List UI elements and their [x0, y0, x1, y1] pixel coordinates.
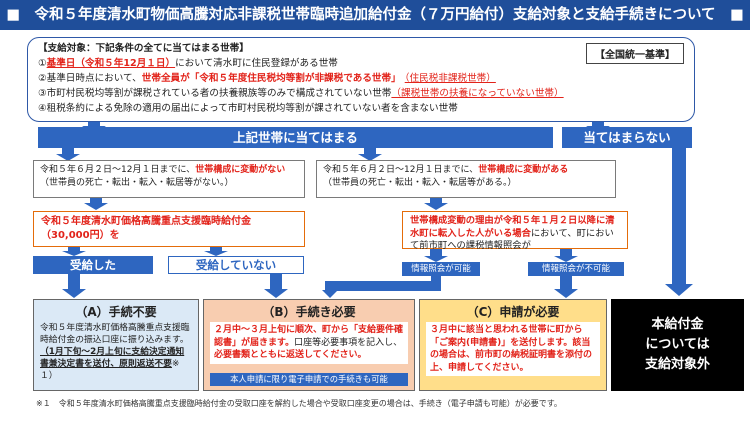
footnote: ※１ 令和５年度清水町価格高騰重点支援臨時給付金の受取口座を解約した場合や受取口…: [36, 399, 562, 408]
arrow-left-to-prior: [84, 197, 108, 210]
arrow-to-inquiry-ng: [554, 248, 578, 262]
result-c-title: （C）申請が必要: [466, 305, 560, 319]
result-a-no-procedure: （A）手続不要 令和５年度清水町価格高騰重点支援臨時給付金の振込口座に振り込みま…: [33, 299, 199, 391]
household-change-box: 令和５年６月２日～12月１日までに、世帯構成に変動がある（世帯員の死亡・転出・転…: [316, 160, 616, 198]
condition-3-note: （課税世帯の扶養になっていない世帯）: [391, 88, 564, 99]
result-b-title: （B）手続き必要: [262, 305, 356, 319]
condition-1: ①基準日（令和５年12月１日）において清水町に住民登録がある世帯: [38, 58, 338, 69]
arrow-to-not-received: [204, 247, 228, 256]
not-received-label: 受給していない: [168, 256, 304, 274]
condition-2-note: （住民税非課税世帯）: [404, 73, 496, 84]
not-applies-bar: 当てはまらない: [562, 127, 692, 148]
condition-2-highlight: 世帯全員が「令和５年度住民税均等割が非課税である世帯」: [141, 73, 401, 84]
arrow-to-inquiry-ok: [424, 248, 448, 262]
result-b-body: ２月中～３月上旬に順次、町から「支給要件確認書」が届きます。口座等必要事項を記入…: [210, 322, 408, 364]
arrow-to-received: [62, 247, 86, 256]
result-d-not-eligible: 本給付金 については 支給対象外: [611, 299, 744, 391]
condition-1-date: 基準日（令和５年12月１日）: [46, 58, 176, 69]
inquiry-impossible-label: 情報照会が不可能: [528, 262, 624, 276]
condition-2: ②基準日時点において、世帯全員が「令和５年度住民税均等割が非課税である世帯」（住…: [38, 73, 496, 84]
received-label: 受給した: [33, 256, 153, 274]
arrow-to-left-branch: [56, 147, 80, 161]
connector-inquiry-ok-to-b: [325, 276, 441, 292]
result-c-body: ３月中に該当と思われる世帯に町から「ご案内(申請書)」を送付します。該当の場合は…: [426, 322, 600, 376]
result-c-application-required: （C）申請が必要 ３月中に該当と思われる世帯に町から「ご案内(申請書)」を送付し…: [419, 299, 607, 391]
no-household-change-box: 令和５年６月２日～12月１日までに、世帯構成に変動がない（世帯員の死亡・転出・転…: [33, 160, 305, 198]
inquiry-possible-label: 情報照会が可能: [402, 262, 480, 276]
change-highlight: 世帯構成に変動がある: [478, 165, 569, 175]
arrow-received-to-a: [62, 273, 86, 298]
arrow-not-received-to-b: [264, 273, 288, 298]
reason-highlight: 世帯構成変動の理由が令和５年１月２日以降に清水町に転入した人がいる場合: [410, 215, 615, 239]
arrow-right-to-reason: [424, 197, 448, 210]
arrow-inquiry-ng-to-c: [554, 276, 578, 298]
conditions-heading: 【支給対象：下記条件の全てに当てはまる世帯】: [38, 43, 249, 54]
result-a-body: 令和５年度清水町価格高騰重点支援臨時給付金の振込口座に振り込みます。（1月下旬～…: [40, 323, 190, 381]
page-title: ■ 令和５年度清水町物価高騰対応非課税世帯臨時追加給付金（７万円給付）支給対象と…: [0, 0, 750, 30]
arrow-not-applies-to-d: [665, 147, 693, 296]
condition-4: ④租税条約による免除の適用の届出によって市町村民税均等割が課されていない者を含ま…: [38, 103, 458, 114]
no-change-highlight: 世帯構成に変動がない: [195, 165, 286, 175]
eligibility-conditions-box: 【支給対象：下記条件の全てに当てはまる世帯】 【全国統一基準】 ①基準日（令和５…: [27, 37, 695, 122]
result-b-procedure-required: （B）手続き必要 ２月中～３月上旬に順次、町から「支給要件確認書」が届きます。口…: [203, 299, 415, 391]
arrow-to-right-branch: [358, 147, 382, 161]
national-standard-badge: 【全国統一基準】: [586, 43, 684, 64]
condition-3: ③市町村民税均等割が課税されている者の扶養親族等のみで構成されていない世帯（課税…: [38, 88, 564, 99]
result-a-title: （A）手続不要: [75, 305, 157, 319]
move-in-reason-box: 世帯構成変動の理由が令和５年１月２日以降に清水町に転入した人がいる場合において、…: [402, 211, 628, 251]
result-b-electronic-note: 本人申請に限り電子申請での手続きも可能: [210, 373, 408, 386]
prior-benefit-box: 令和５年度清水町価格高騰重点支援臨時給付金 （30,000円）を: [33, 211, 305, 247]
applies-bar: 上記世帯に当てはまる: [38, 127, 553, 148]
